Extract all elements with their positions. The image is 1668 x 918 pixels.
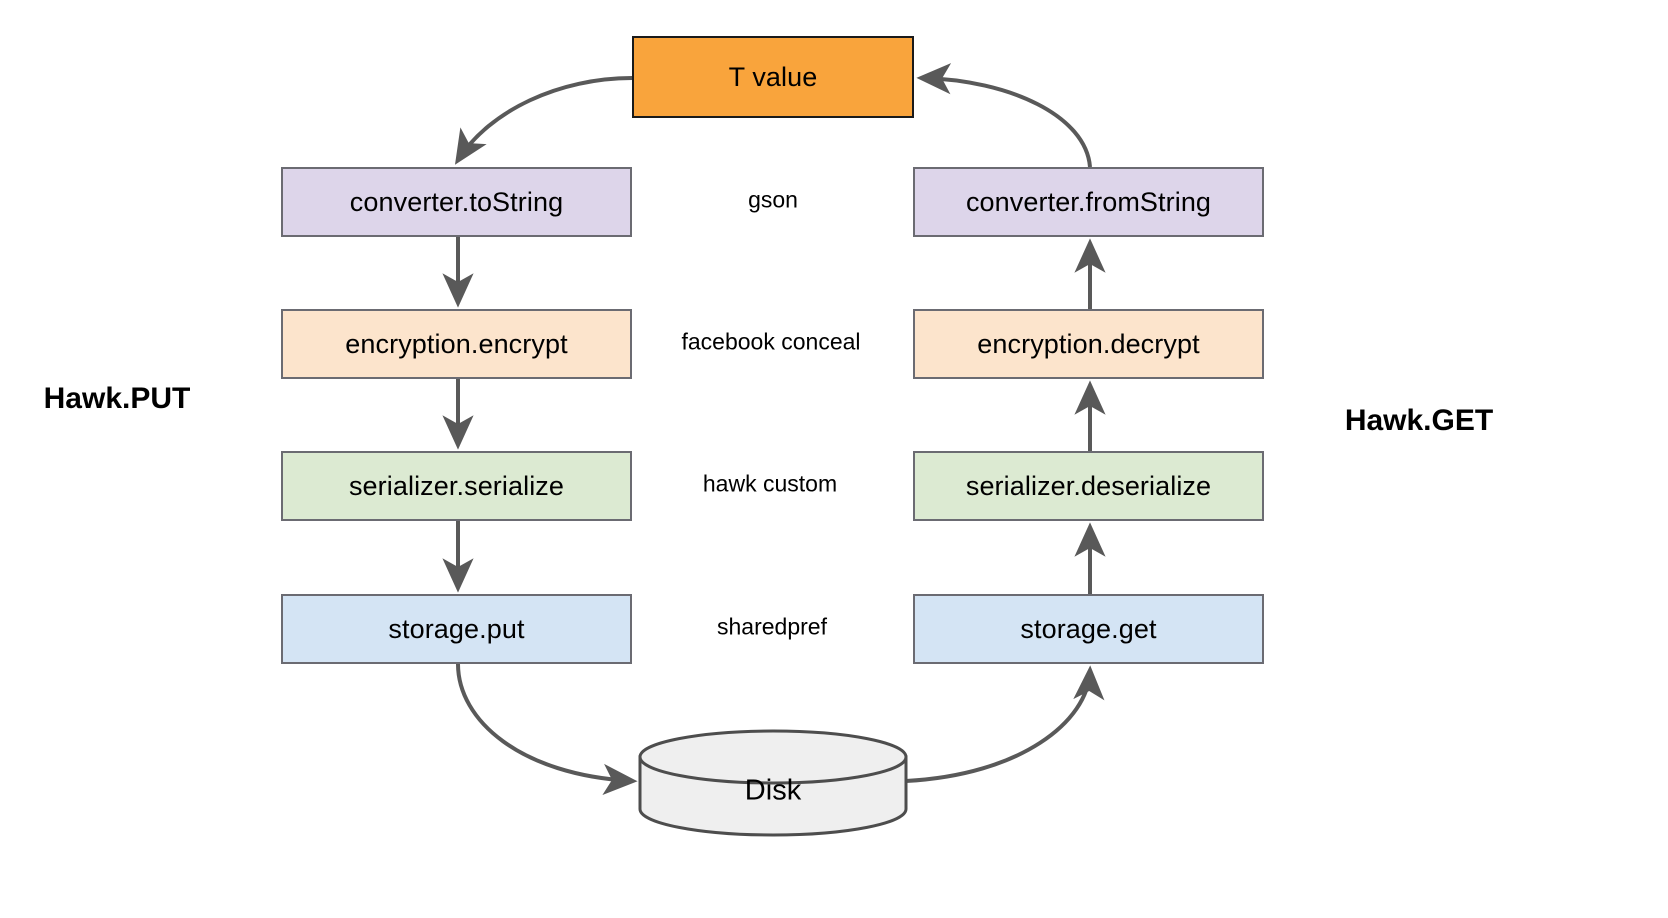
node-storage-put[interactable]: storage.put [281,594,632,664]
node-disk-label: Disk [744,774,802,807]
node-encryption-decrypt-label: encryption.decrypt [977,328,1200,359]
node-encryption-encrypt[interactable]: encryption.encrypt [281,309,632,379]
edge-fromstring-to-value [916,63,1092,168]
node-serializer-serialize-label: serializer.serialize [348,470,565,501]
middle-label-sharedpref: sharedpref [717,613,827,640]
node-encryption-encrypt-label: encryption.encrypt [345,328,568,359]
node-storage-put-label: storage.put [388,613,525,644]
node-serializer-deserialize[interactable]: serializer.deserialize [913,451,1264,521]
node-converter-fromstring[interactable]: converter.fromString [913,167,1264,237]
side-label-hawk-get: Hawk.GET [1344,404,1494,437]
node-storage-get[interactable]: storage.get [913,594,1264,664]
edge-disk-to-storage-get [905,665,1105,783]
node-converter-tostring-label: converter.toString [349,186,564,217]
middle-label-facebook-conceal: facebook conceal [681,328,861,355]
node-t-value[interactable]: T value [632,36,914,118]
node-encryption-decrypt[interactable]: encryption.decrypt [913,309,1264,379]
node-t-value-label: T value [728,61,818,92]
edge-storage-put-to-disk [456,663,638,796]
node-storage-get-label: storage.get [1020,613,1157,644]
node-serializer-deserialize-label: serializer.deserialize [965,470,1212,501]
middle-label-gson: gson [748,186,798,213]
middle-label-hawk-custom: hawk custom [702,470,838,497]
edge-value-to-converter-tostring [454,76,633,165]
node-serializer-serialize[interactable]: serializer.serialize [281,451,632,521]
node-converter-tostring[interactable]: converter.toString [281,167,632,237]
side-label-hawk-put: Hawk.PUT [43,382,191,415]
node-converter-fromstring-label: converter.fromString [965,186,1212,217]
